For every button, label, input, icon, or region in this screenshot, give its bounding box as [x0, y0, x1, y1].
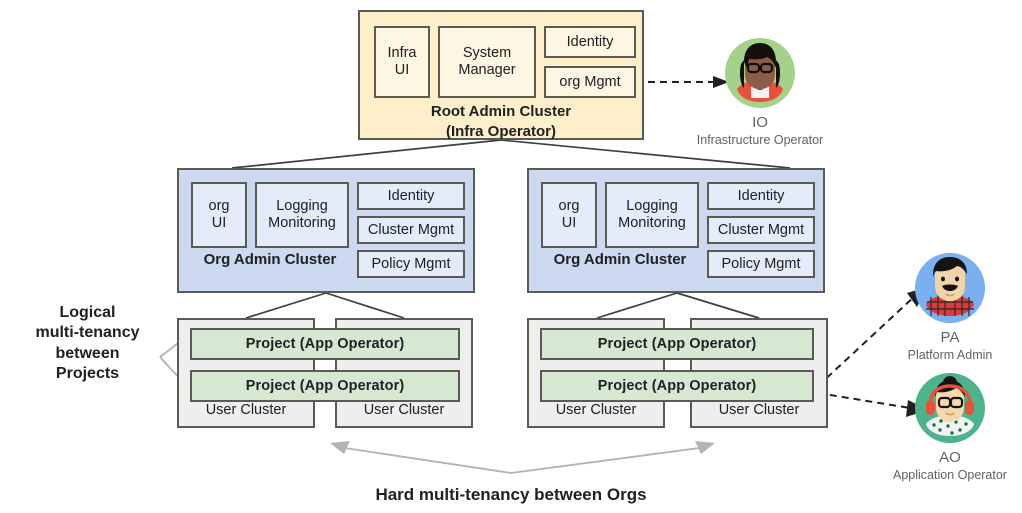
root-admin-cluster-title: Root Admin Cluster (Infra Operator) — [360, 102, 642, 141]
wire-orgright-to-uc2 — [676, 292, 760, 319]
wire-orgleft-to-uc1 — [245, 292, 327, 319]
wire-hard-multitenancy — [337, 446, 708, 474]
org-right-org-ui-line1: org — [558, 198, 580, 215]
org-right-component-logging-monitoring[interactable]: Logging Monitoring — [605, 182, 699, 248]
org-right-component-org-ui[interactable]: org UI — [541, 182, 597, 248]
system-manager-line1: System — [462, 45, 512, 62]
project-right-bottom[interactable]: Project (App Operator) — [540, 370, 814, 402]
persona-io-role: Infrastructure Operator — [696, 133, 824, 147]
infra-ui-line1: Infra — [387, 45, 417, 62]
root-title-line1: Root Admin Cluster — [430, 103, 572, 120]
org-admin-cluster-left-title: Org Admin Cluster — [203, 251, 337, 268]
org-left-component-policy-mgmt[interactable]: Policy Mgmt — [357, 250, 465, 278]
persona-pa-initials: PA — [940, 329, 960, 346]
infra-ui-line2: UI — [394, 62, 410, 78]
root-component-system-manager[interactable]: System Manager — [438, 26, 536, 98]
person-avatar-mustache-icon — [915, 253, 985, 323]
arrowhead-hard-right — [695, 441, 715, 454]
caption-logical-line2: multi-tenancy — [35, 324, 140, 342]
persona-ao-initials: AO — [939, 449, 961, 466]
org-left-org-ui-line2: UI — [211, 215, 227, 231]
org-left-logging-line1: Logging — [276, 198, 328, 215]
root-component-infra-ui-label: Infra UI — [387, 45, 416, 78]
arrowhead-hard-left — [330, 441, 350, 454]
org-right-org-ui-label: org UI — [559, 198, 580, 231]
user-cluster-right-2-label: User Cluster — [718, 402, 800, 418]
org-admin-cluster-right-title: Org Admin Cluster — [553, 251, 687, 268]
persona-io-initials: IO — [752, 114, 768, 131]
org-left-org-ui-line1: org — [208, 198, 230, 215]
org-left-org-ui-label: org UI — [209, 198, 230, 231]
persona-pa-role: Platform Admin — [907, 348, 993, 362]
org-left-component-logging-monitoring[interactable]: Logging Monitoring — [255, 182, 349, 248]
org-left-component-cluster-mgmt[interactable]: Cluster Mgmt — [357, 216, 465, 244]
org-right-component-cluster-mgmt[interactable]: Cluster Mgmt — [707, 216, 815, 244]
user-cluster-left-2-label: User Cluster — [363, 402, 445, 418]
project-left-top[interactable]: Project (App Operator) — [190, 328, 460, 360]
root-title-line2: (Infra Operator) — [445, 122, 556, 140]
org-left-logging-line2: Monitoring — [268, 215, 336, 231]
org-right-logging-line1: Logging — [626, 198, 678, 215]
system-manager-line2: Manager — [458, 62, 516, 78]
org-left-component-identity[interactable]: Identity — [357, 182, 465, 210]
org-left-logging-label: Logging Monitoring — [268, 198, 336, 231]
org-admin-cluster-left[interactable]: org UI Logging Monitoring Identity Clust… — [177, 168, 475, 293]
persona-platform-admin: PA Platform Admin — [870, 253, 1022, 364]
org-right-component-identity[interactable]: Identity — [707, 182, 815, 210]
org-left-component-org-ui[interactable]: org UI — [191, 182, 247, 248]
caption-hard-multitenancy: Hard multi-tenancy between Orgs — [375, 485, 647, 504]
person-avatar-glasses-icon — [725, 38, 795, 108]
root-admin-cluster[interactable]: Infra UI System Manager Identity org Mgm… — [358, 10, 644, 140]
project-left-bottom[interactable]: Project (App Operator) — [190, 370, 460, 402]
root-component-identity[interactable]: Identity — [544, 26, 636, 58]
root-component-infra-ui[interactable]: Infra UI — [374, 26, 430, 98]
user-cluster-left-1-label: User Cluster — [205, 402, 287, 418]
caption-logical-multitenancy: Logical multi-tenancy between Projects — [10, 303, 165, 385]
wire-root-to-org-left — [231, 139, 502, 169]
persona-infrastructure-operator: IO Infrastructure Operator — [680, 38, 840, 149]
org-right-component-policy-mgmt[interactable]: Policy Mgmt — [707, 250, 815, 278]
wire-orgleft-to-uc2 — [325, 292, 405, 319]
wire-orgright-to-uc1 — [596, 292, 678, 319]
root-component-org-mgmt[interactable]: org Mgmt — [544, 66, 636, 98]
person-avatar-headphones-icon — [915, 373, 985, 443]
persona-application-operator: AO Application Operator — [870, 373, 1022, 484]
caption-logical-line3: between — [55, 344, 120, 362]
user-cluster-right-1-label: User Cluster — [555, 402, 637, 418]
caption-logical-line4: Projects — [55, 365, 120, 383]
root-component-system-manager-label: System Manager — [458, 45, 515, 78]
persona-ao-role: Application Operator — [893, 468, 1007, 482]
org-admin-cluster-right[interactable]: org UI Logging Monitoring Identity Clust… — [527, 168, 825, 293]
org-right-logging-label: Logging Monitoring — [618, 198, 686, 231]
org-right-logging-line2: Monitoring — [618, 215, 686, 231]
project-right-top[interactable]: Project (App Operator) — [540, 328, 814, 360]
org-right-org-ui-line2: UI — [561, 215, 577, 231]
caption-logical-line1: Logical — [59, 304, 116, 321]
